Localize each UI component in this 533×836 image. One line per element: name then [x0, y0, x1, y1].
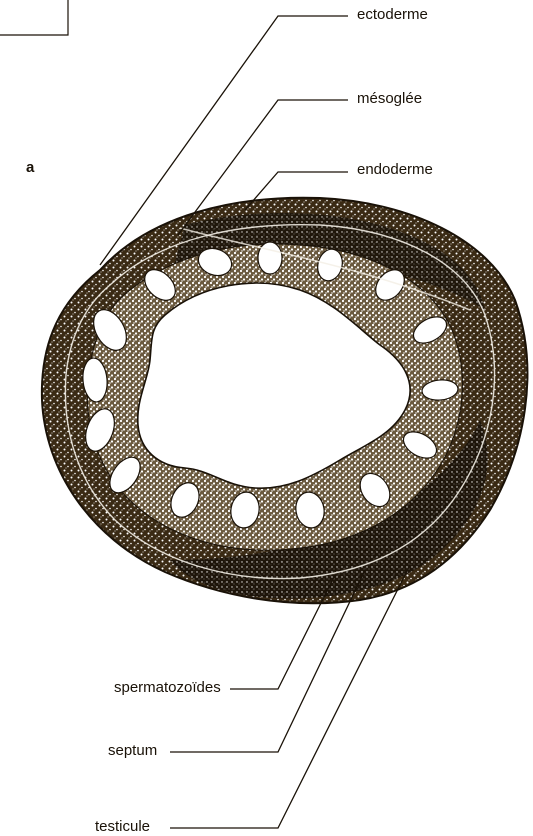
label-endoderme: endoderme [357, 161, 433, 179]
label-testicule: testicule [95, 818, 150, 836]
label-ectoderme: ectoderme [357, 6, 428, 24]
frame-corner [0, 0, 68, 35]
label-septum: septum [108, 742, 157, 760]
label-spermatozoides: spermatozoïdes [114, 679, 221, 697]
label-mesoglee: mésoglée [357, 90, 422, 108]
panel-letter: a [26, 159, 34, 177]
